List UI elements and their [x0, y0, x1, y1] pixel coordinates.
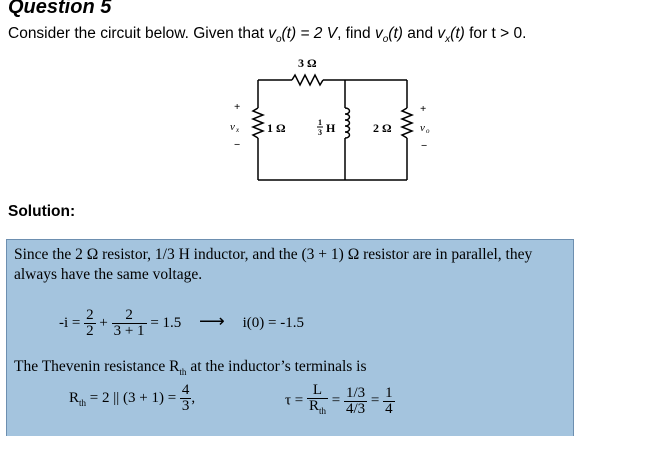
r-series-label: 3 Ω: [298, 56, 317, 70]
vx-plus: +: [234, 101, 240, 113]
solution-title: Solution:: [8, 203, 76, 220]
question-text: Consider the circuit below. Given that v…: [8, 25, 527, 46]
vo-sub: o: [426, 127, 430, 135]
solution-paragraph-2: The Thevenin resistance Rth at the induc…: [14, 358, 367, 377]
resistor-3ohm: [291, 73, 324, 87]
inductor-label: H: [326, 121, 336, 135]
arrow-icon: ⟶: [199, 310, 225, 331]
resistor-2ohm: [399, 107, 415, 139]
vx-sub: x: [235, 126, 240, 134]
ind-frac-num: 1: [318, 118, 322, 127]
ind-frac-den: 3: [318, 128, 322, 137]
question-title: Question 5: [8, 0, 112, 18]
vx-minus: −: [234, 139, 240, 151]
solution-paragraph-1: Since the 2 Ω resistor, 1/3 H inductor, …: [14, 246, 533, 283]
circuit-diagram: 3 Ω 1 Ω + v x − 1 3 H 2 Ω + v o −: [230, 56, 430, 181]
r2-label: 2 Ω: [373, 121, 392, 135]
vo-plus: +: [420, 103, 426, 115]
r1-label: 1 Ω: [267, 121, 286, 135]
vo-label: v: [420, 122, 425, 134]
inductor: [344, 107, 351, 139]
solution-box: Since the 2 Ω resistor, 1/3 H inductor, …: [6, 239, 574, 436]
vo-minus: −: [421, 140, 427, 152]
vx-label: v: [230, 121, 235, 133]
resistor-1ohm: [250, 107, 266, 139]
